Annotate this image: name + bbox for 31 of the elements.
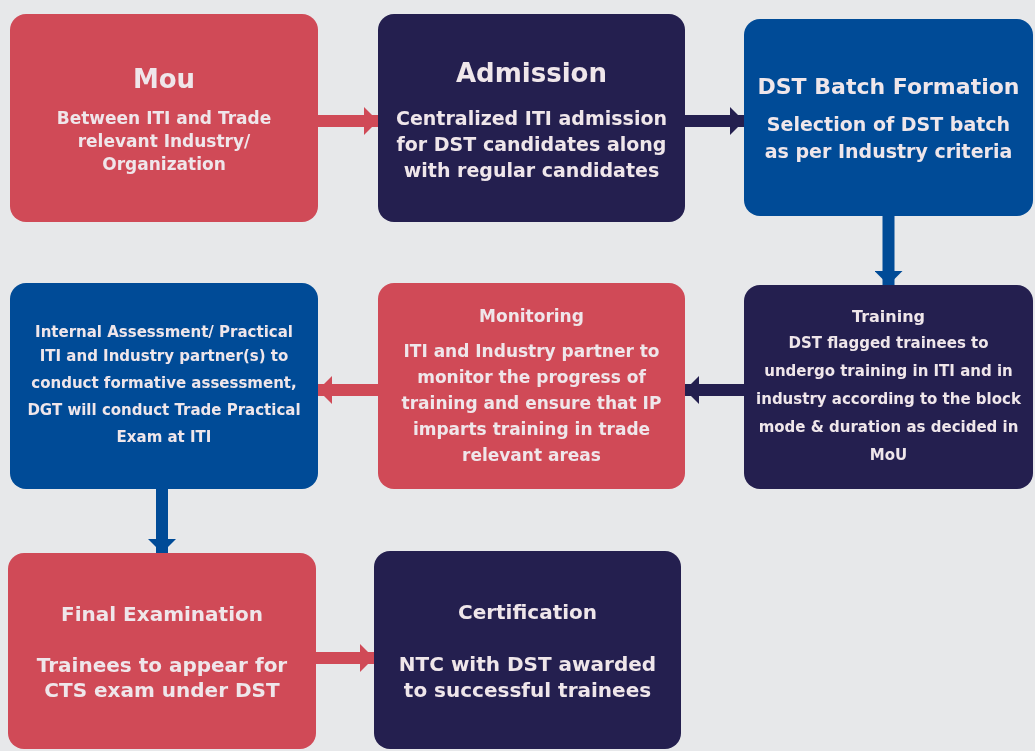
- arrow: [685, 107, 744, 135]
- box-description: Trainees to appear for CTS exam under DST: [35, 653, 289, 703]
- box-title: Admission: [456, 56, 607, 90]
- process-box: [378, 283, 685, 489]
- process-box: [744, 285, 1033, 489]
- arrow: [148, 489, 176, 553]
- process-box: [374, 551, 681, 749]
- box-description: ITI and Industry partner(s) to conduct formative assessment, DGT will conduct Trade Practical Exam at ITI: [26, 345, 302, 448]
- box-title: Internal Assessment/ Practical: [35, 321, 293, 343]
- box-title: Final Examination: [61, 601, 263, 628]
- process-box: [378, 14, 685, 222]
- box-description: Centralized ITI admission for DST candidates along with regular candidates: [395, 105, 668, 183]
- box-description: Selection of DST batch as per Industry criteria: [763, 112, 1014, 164]
- box-title: Certification: [457, 599, 598, 626]
- arrow: [318, 107, 378, 135]
- box-title: DST Batch Formation: [757, 73, 1020, 101]
- process-box: [8, 553, 316, 749]
- arrow: [318, 376, 378, 404]
- box-title: Monitoring: [479, 305, 584, 329]
- box-title: Training: [851, 306, 925, 328]
- box-description: Between ITI and Trade relevant Industry/ Organization: [55, 107, 273, 176]
- arrow: [874, 216, 903, 285]
- box-description: ITI and Industry partner to monitor the progress of training and ensure that IP imparts training in trade relevant areas: [400, 339, 663, 467]
- arrow: [316, 644, 374, 672]
- box-description: DST flagged trainees to undergo training in ITI and in industry according to the block mode & duration as decided in MoU: [756, 333, 1021, 466]
- box-title: Mou: [132, 63, 196, 96]
- process-box: [10, 14, 318, 222]
- process-box: [10, 283, 318, 489]
- process-box: [744, 19, 1033, 216]
- arrow: [685, 376, 744, 404]
- box-description: NTC with DST awarded to successful trainees: [397, 651, 658, 703]
